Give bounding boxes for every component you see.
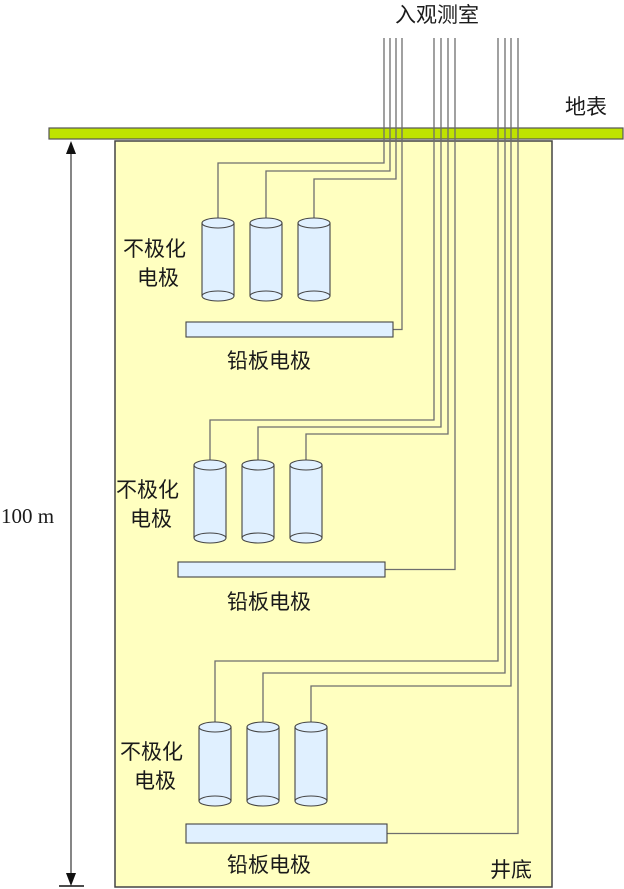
cylinder-body [290, 465, 322, 538]
lead-plate-electrode [185, 823, 388, 844]
nonpolarizing-label-line2: 电极 [130, 507, 172, 531]
nonpolarizing-label-line1: 不极化 [123, 237, 186, 261]
cylinder-top [198, 721, 232, 733]
cylinder-top [297, 217, 331, 229]
cylinder-top [249, 217, 283, 229]
cylinder-bottom [294, 795, 328, 807]
electrode-wire [217, 38, 385, 218]
arrow-up-icon [66, 141, 76, 154]
cylinder-body [250, 223, 282, 296]
nonpolarizing-electrode [193, 459, 227, 544]
cylinder-top [289, 459, 323, 471]
arrow-down-icon [66, 873, 76, 886]
cylinder-body [194, 465, 226, 538]
depth-label: 100 m [1, 504, 54, 528]
cylinder-top [294, 721, 328, 733]
wires [209, 38, 519, 835]
ground-surface-label: 地表 [565, 95, 607, 119]
cylinder-bottom [201, 290, 235, 302]
cylinder-bottom [249, 290, 283, 302]
cylinder-body [242, 465, 274, 538]
nonpolarizing-electrode [246, 721, 280, 807]
lead-plate-wire [387, 38, 519, 835]
cylinder-bottom [241, 532, 275, 544]
electrode-wire [305, 38, 449, 460]
nonpolarizing-electrode [198, 721, 232, 807]
well-bottom-label: 井底 [490, 858, 532, 882]
nonpolarizing-electrode [201, 217, 235, 302]
electrode-wire [310, 38, 512, 722]
electrode-wire [214, 38, 499, 722]
observation-room-label: 入观测室 [395, 3, 479, 27]
cylinder-top [241, 459, 275, 471]
electrode-wire [313, 38, 397, 218]
cylinder-body [247, 727, 279, 801]
nonpolarizing-label-line2: 电极 [134, 769, 176, 793]
cylinder-bottom [246, 795, 280, 807]
electrodes [177, 217, 394, 844]
lead-plate-label: 铅板电极 [227, 853, 311, 877]
cylinder-body [295, 727, 327, 801]
cylinder-bottom [289, 532, 323, 544]
nonpolarizing-electrode [241, 459, 275, 544]
lead-plate-electrode [177, 561, 386, 578]
nonpolarizing-electrode [249, 217, 283, 302]
nonpolarizing-electrode [297, 217, 331, 302]
lead-plate-label: 铅板电极 [227, 590, 311, 614]
electrode-wire [262, 38, 506, 722]
cylinder-bottom [297, 290, 331, 302]
cylinder-top [201, 217, 235, 229]
lead-plate-wire [385, 38, 456, 571]
nonpolarizing-label-line1: 不极化 [116, 478, 179, 502]
cylinder-bottom [198, 795, 232, 807]
nonpolarizing-label-line1: 不极化 [120, 740, 183, 764]
lead-plate-electrode [185, 321, 394, 338]
nonpolarizing-electrode [289, 459, 323, 544]
cylinder-bottom [193, 532, 227, 544]
ground-surface-bar [48, 127, 624, 140]
nonpolarizing-label-line2: 电极 [137, 266, 179, 290]
lead-plate-wire [393, 38, 403, 331]
well-body [114, 140, 553, 888]
lead-plate-label: 铅板电极 [227, 349, 311, 373]
electrode-wire [257, 38, 442, 460]
cylinder-body [298, 223, 330, 296]
electrode-wire [209, 38, 435, 460]
cylinder-top [193, 459, 227, 471]
cylinder-body [199, 727, 231, 801]
depth-dimension [59, 141, 84, 887]
cylinder-body [202, 223, 234, 296]
nonpolarizing-electrode [294, 721, 328, 807]
cylinder-top [246, 721, 280, 733]
electrode-wire [265, 38, 391, 218]
